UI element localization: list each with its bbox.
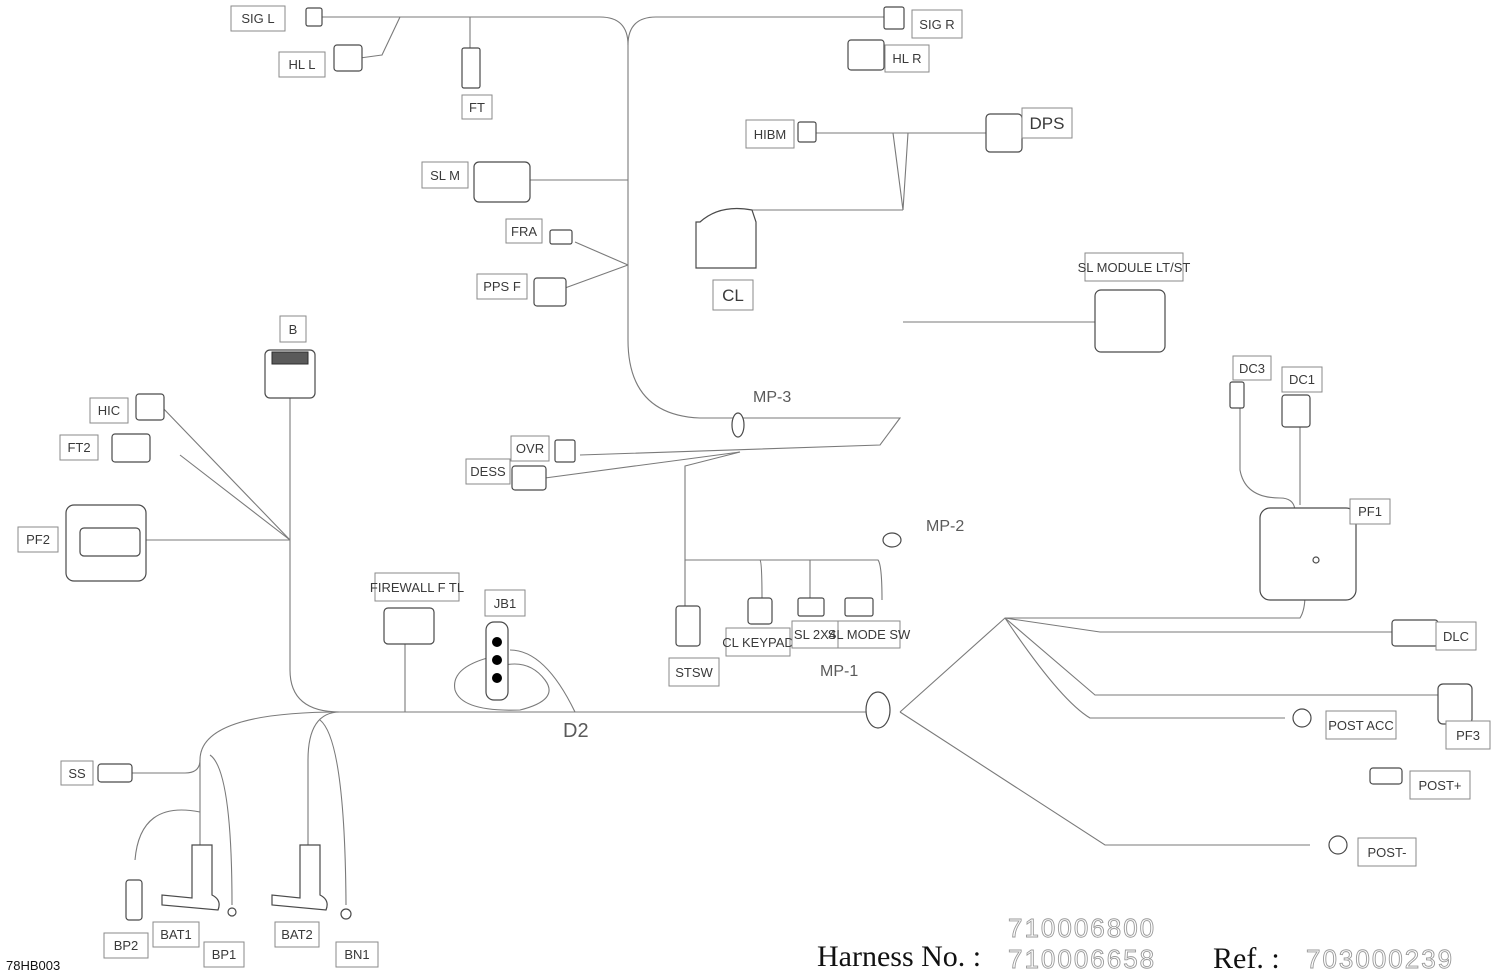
connector-hl-l	[333, 44, 363, 72]
connector-sl-mode-sw	[844, 597, 874, 617]
label-hibm: HIBM	[754, 127, 787, 142]
mounting-point-mp1	[865, 691, 891, 729]
label-pf1: PF1	[1358, 504, 1382, 519]
terminal-bp2	[125, 879, 143, 921]
label-sl-m: SL M	[430, 168, 460, 183]
connector-dlc	[1391, 619, 1439, 647]
connector-dc1	[1281, 394, 1311, 428]
label-firewall: FIREWALL F TL	[370, 580, 464, 595]
label-post-plus: POST+	[1419, 778, 1462, 793]
label-bn1: BN1	[344, 947, 369, 962]
label-sl-2x4: SL 2X4	[794, 627, 836, 642]
label-dlc: DLC	[1443, 629, 1469, 644]
label-bp2: BP2	[114, 938, 139, 953]
connector-hibm	[797, 121, 817, 143]
label-pf3: PF3	[1456, 728, 1480, 743]
label-ovr: OVR	[516, 441, 544, 456]
label-dc1: DC1	[1289, 372, 1315, 387]
connector-dc3	[1229, 381, 1245, 409]
title-block: 710006800 Harness No. : 710006658 Ref. :…	[6, 913, 1454, 975]
terminal-bat1	[161, 844, 220, 911]
terminal-post-acc	[1292, 708, 1312, 728]
terminal-post-minus	[1328, 835, 1348, 855]
label-hl-l: HL L	[289, 57, 316, 72]
connector-dps	[985, 113, 1023, 153]
connector-labels: SIG L HL L FT SIG R HL R HIBM DPS SL M F…	[17, 5, 1491, 968]
label-jb1: JB1	[494, 596, 516, 611]
label-stsw: STSW	[675, 665, 713, 680]
ref-number: 703000239	[1306, 944, 1454, 974]
label-cl-keypad: CL KEYPAD	[722, 635, 794, 650]
connector-sl-module	[1094, 289, 1166, 353]
connector-dess	[511, 465, 547, 491]
label-ss: SS	[68, 766, 86, 781]
connector-ft	[461, 47, 481, 89]
label-sig-r: SIG R	[919, 17, 954, 32]
label-bat1: BAT1	[160, 927, 192, 942]
label-cl: CL	[722, 286, 744, 305]
label-b: B	[289, 322, 298, 337]
connector-shapes	[65, 6, 1473, 921]
label-dess: DESS	[470, 464, 506, 479]
label-bp1: BP1	[212, 947, 237, 962]
label-sl-mode-sw: SL MODE SW	[828, 627, 911, 642]
terminal-bat2	[271, 844, 328, 911]
connector-hic	[135, 393, 165, 421]
ref-label: Ref. :	[1213, 942, 1280, 975]
label-sl-module: SL MODULE LT/ST	[1078, 260, 1191, 275]
label-sig-l: SIG L	[241, 11, 274, 26]
connector-pf1	[1259, 507, 1357, 601]
label-bat2: BAT2	[281, 927, 313, 942]
label-hl-r: HL R	[892, 51, 921, 66]
label-pps-f: PPS F	[483, 279, 521, 294]
connector-ovr	[554, 439, 576, 463]
label-post-minus: POST-	[1367, 845, 1406, 860]
connector-cl	[695, 207, 757, 269]
label-mp3: MP-3	[753, 389, 791, 406]
connector-cl-keypad	[747, 597, 773, 625]
harness-number-2: 710006658	[1008, 944, 1156, 974]
label-ft2: FT2	[67, 440, 90, 455]
connector-sl-m	[473, 161, 531, 203]
terminal-post-plus	[1369, 767, 1403, 785]
free-labels: MP-3 MP-2 MP-1 D2	[563, 389, 964, 742]
label-ft: FT	[469, 100, 485, 115]
label-dc3: DC3	[1239, 361, 1265, 376]
harness-label: Harness No. :	[817, 940, 981, 973]
harness-number-1: 710006800	[1008, 913, 1156, 943]
label-pf2: PF2	[26, 532, 50, 547]
connector-firewall	[383, 607, 435, 645]
label-mp2: MP-2	[926, 518, 964, 535]
connector-fra	[549, 229, 573, 245]
label-dps: DPS	[1030, 114, 1065, 133]
connector-pf3	[1437, 683, 1473, 725]
harness-wires	[130, 16, 1440, 906]
drawing-id: 78HB003	[6, 958, 60, 973]
terminal-bn1	[340, 908, 352, 920]
label-hic: HIC	[98, 403, 120, 418]
connector-ft2	[111, 433, 151, 463]
connector-hl-r	[847, 39, 885, 71]
label-mp1: MP-1	[820, 663, 858, 680]
connector-stsw	[675, 605, 701, 647]
mounting-point-mp2	[882, 532, 902, 548]
connector-sl-2x4	[797, 597, 825, 617]
connector-sig-r	[883, 6, 905, 30]
mounting-point-mp3	[731, 412, 745, 438]
connector-ss	[97, 763, 133, 783]
connector-pps-f	[533, 277, 567, 307]
label-d2: D2	[563, 720, 589, 742]
label-post-acc: POST ACC	[1328, 718, 1394, 733]
terminal-bp1	[227, 907, 237, 917]
connector-sig-l	[305, 7, 323, 27]
label-fra: FRA	[511, 224, 537, 239]
